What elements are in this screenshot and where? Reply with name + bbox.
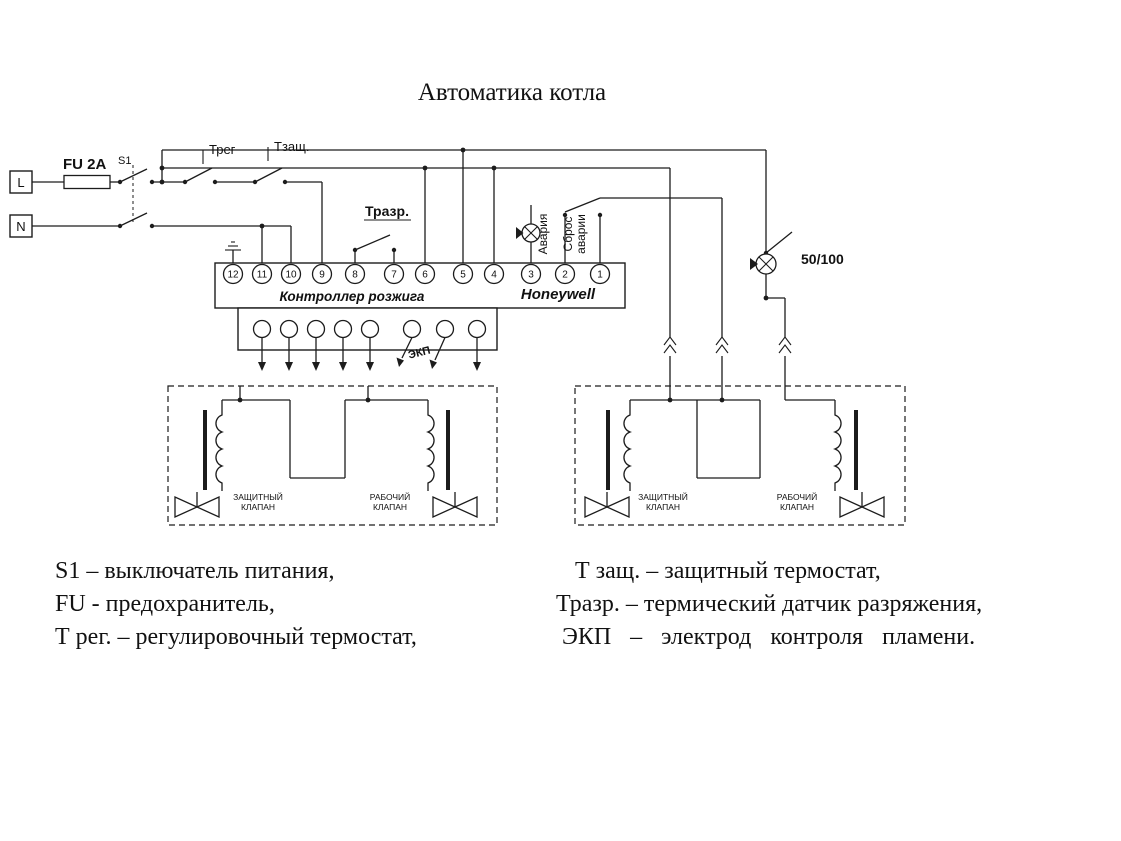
svg-text:КЛАПАН: КЛАПАН xyxy=(780,502,814,512)
svg-text:9: 9 xyxy=(319,270,325,281)
terminal-9: 9 xyxy=(311,263,333,285)
coil-working-left xyxy=(426,400,435,491)
legend-line: Тразр. – термический датчик разряжения, xyxy=(556,591,982,617)
connector-circle xyxy=(467,319,487,339)
terminal-5: 5 xyxy=(452,263,474,285)
svg-text:10: 10 xyxy=(285,270,297,281)
terminal-8: 8 xyxy=(344,263,366,285)
protective-valve-label: ЗАЩИТНЫЙ xyxy=(638,491,688,502)
legend-line: FU - предохранитель, xyxy=(55,591,275,617)
main-wiring xyxy=(32,147,793,400)
l-terminal-label: L xyxy=(17,175,24,190)
pressure-switch-50-100: 50/100 xyxy=(750,231,844,275)
alarm-label: Авария xyxy=(536,214,550,255)
terminal-7: 7 xyxy=(383,263,405,285)
legend-line: S1 – выключатель питания, xyxy=(55,558,334,584)
svg-text:КЛАПАН: КЛАПАН xyxy=(373,502,407,512)
ignition-controller: Контроллер розжига Honeywell 12 11 10 9 … xyxy=(214,241,626,309)
svg-text:3: 3 xyxy=(528,270,534,281)
coil-working-right xyxy=(833,400,842,491)
svg-text:11: 11 xyxy=(257,270,268,281)
svg-text:7: 7 xyxy=(391,270,397,281)
connector-arrows xyxy=(258,337,481,371)
reset-label-word1: Сброс xyxy=(561,217,575,252)
l-terminal-box xyxy=(9,170,33,194)
terminal-1: 1 xyxy=(589,263,611,285)
coil-protective-left xyxy=(215,400,224,491)
alarm-indicator: Авария xyxy=(516,205,550,266)
fuse-label: FU 2A xyxy=(63,156,107,173)
legend-line: Т защ. – защитный термостат, xyxy=(575,558,881,584)
valve-icon xyxy=(584,492,630,519)
pressure-switch-label: 50/100 xyxy=(801,251,844,267)
legend-line: ЭКП – электрод контроля пламени. xyxy=(562,624,975,650)
n-terminal-box xyxy=(9,214,33,238)
connector-circle xyxy=(360,319,380,339)
svg-text:1: 1 xyxy=(597,270,603,281)
cable-break-marks xyxy=(662,336,793,356)
terminal-6: 6 xyxy=(414,263,436,285)
svg-text:2: 2 xyxy=(562,270,568,281)
reset-label-word2: аварии xyxy=(574,214,588,254)
connector-circle xyxy=(306,319,326,339)
connector-circle xyxy=(279,319,299,339)
terminal-2: 2 xyxy=(554,263,576,285)
connector-circle xyxy=(252,319,272,339)
output-terminal-strip: ЭКП xyxy=(237,307,498,371)
legend-line: Т рег. – регулировочный термостат, xyxy=(55,624,417,650)
t-zash-label: Тзащ. xyxy=(274,139,309,154)
alarm-reset-button: Сброс аварии xyxy=(561,197,603,266)
legend: S1 – выключатель питания, FU - предохран… xyxy=(55,558,982,650)
terminal-4: 4 xyxy=(483,263,505,285)
working-valve-label: РАБОЧИЙ xyxy=(777,491,818,502)
svg-text:8: 8 xyxy=(352,270,358,281)
t-razr-label: Тразр. xyxy=(365,203,409,219)
valve-icon xyxy=(432,492,478,519)
valve-icon xyxy=(174,492,220,519)
svg-text:5: 5 xyxy=(460,270,466,281)
working-valve-label: РАБОЧИЙ xyxy=(370,491,411,502)
svg-text:4: 4 xyxy=(491,270,497,281)
thermostat-switches: Трег Тзащ. xyxy=(209,139,309,157)
vacuum-sensor-switch: Тразр. xyxy=(352,203,411,266)
terminal-11: 11 xyxy=(251,263,273,285)
connector-circle xyxy=(402,319,422,339)
fuse-symbol xyxy=(63,174,111,190)
terminal-3: 3 xyxy=(520,263,542,285)
terminal-10: 10 xyxy=(280,263,302,285)
svg-text:КЛАПАН: КЛАПАН xyxy=(646,502,680,512)
valve-unit-right: ЗАЩИТНЫЙ КЛАПАН РАБОЧИЙ КЛАПАН xyxy=(574,385,906,526)
connector-circle xyxy=(435,319,455,339)
svg-text:12: 12 xyxy=(227,270,239,281)
protective-valve-label: ЗАЩИТНЫЙ xyxy=(233,491,283,502)
terminal-12: 12 xyxy=(222,263,244,285)
connector-circle xyxy=(333,319,353,339)
coil-protective-right xyxy=(623,400,632,491)
s1-label: S1 xyxy=(118,155,131,167)
flame-electrode-label: ЭКП xyxy=(407,345,432,362)
svg-text:6: 6 xyxy=(422,270,428,281)
t-reg-label: Трег xyxy=(209,142,236,157)
valve-icon xyxy=(839,492,885,519)
svg-text:КЛАПАН: КЛАПАН xyxy=(241,502,275,512)
valve-unit-left: ЗАЩИТНЫЙ КЛАПАН РАБОЧИЙ КЛАПАН xyxy=(167,385,498,526)
controller-name: Контроллер розжига xyxy=(280,289,425,304)
valve-unit-left-box xyxy=(167,385,498,526)
controller-terminals: 12 11 10 9 8 7 6 5 4 3 2 1 xyxy=(222,263,611,285)
page-title: Автоматика котла xyxy=(418,79,606,106)
power-input: L N FU 2A S1 xyxy=(9,155,131,238)
controller-brand: Honeywell xyxy=(521,286,596,303)
n-terminal-label: N xyxy=(16,219,25,234)
valve-unit-right-box xyxy=(574,385,906,526)
